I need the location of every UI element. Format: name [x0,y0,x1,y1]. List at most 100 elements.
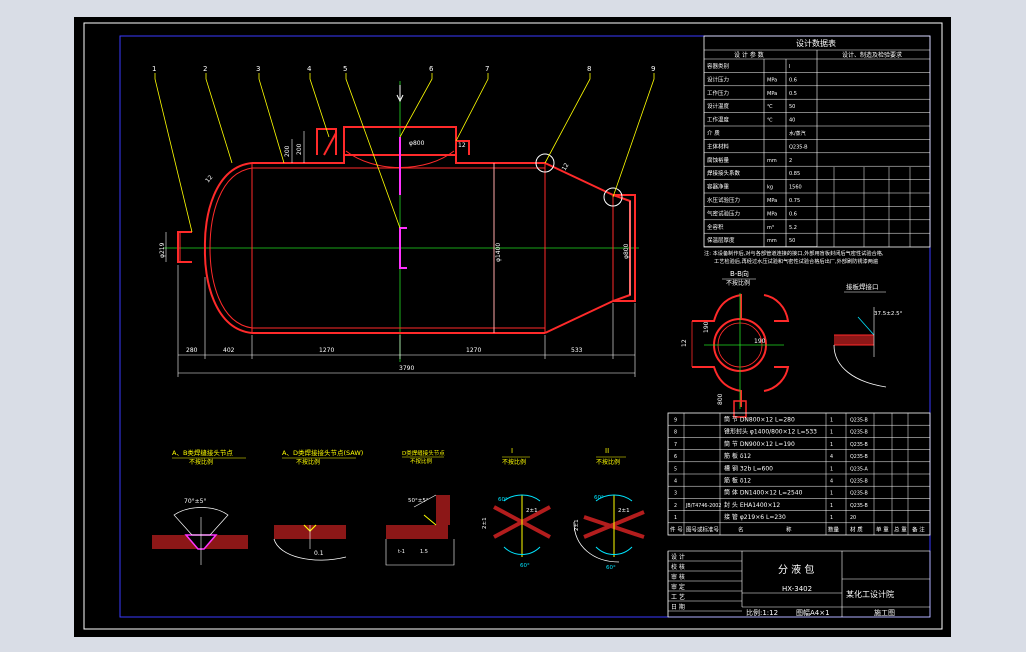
design-row-value: 0.6 [789,211,797,217]
balloon-9[interactable]: 9 [651,65,655,73]
vessel-shell [177,126,636,334]
balloon-5[interactable]: 5 [343,65,347,73]
role-label: 设 计 [671,553,685,561]
dim-1270-b: 1270 [466,347,481,354]
design-row-unit: ℃ [767,118,773,124]
detail-ab-weld[interactable]: A、B类焊缝接头节点 不按比例 70°±5° [152,448,248,565]
balloon-4[interactable]: 4 [307,65,312,73]
balloon-7[interactable]: 7 [485,65,489,73]
design-stage: 施工图 [874,608,895,617]
side-view-title: B-B向 [730,269,749,278]
design-row-unit: mm [767,158,777,164]
detail-d-weld[interactable]: D类焊缝接头节点 不按比例 50°±5° t-1 1.5 [385,449,455,566]
parts-cell: 6 [674,454,677,460]
detail-2-dim: 0.1 [314,550,324,557]
part-balloons[interactable]: 1 2 3 4 5 6 7 8 9 [152,65,655,73]
leader-lines [154,73,655,233]
main-vessel-view[interactable]: 1 2 3 4 5 6 7 8 9 [152,65,655,377]
parts-header-cell: 称 [786,525,792,533]
detail-1-angle: 70°±5° [184,498,206,505]
balloon-3[interactable]: 3 [256,65,260,73]
parts-header-cell: 总 重 [894,525,907,533]
design-row-value: 0.85 [789,171,800,177]
detail-circle-ii[interactable] [603,187,623,207]
dimension-text: 280 402 1270 1270 533 3790 φ800 12 12 12… [159,140,630,372]
detail-ii[interactable]: II 不按比例 60° 60° 2±1 2±1 [573,447,645,571]
parts-cell: 1 [830,515,833,521]
detail-plate-title: 接板焊接口 [846,282,879,291]
balloon-6[interactable]: 6 [429,65,434,73]
weld-details[interactable]: A、B类焊缝接头节点 不按比例 70°±5° A、D类焊接接头节点(SAW) 不… [152,447,645,571]
side-view-bb[interactable]: B-B向 不按比例 190 12 190 800 [681,269,790,418]
parts-header-cell: 件 号 [670,525,683,533]
side-dim-800: 800 [717,393,724,405]
design-row-name: 工作温度 [707,116,730,124]
cad-viewport[interactable]: 1 2 3 4 5 6 7 8 9 [74,17,951,637]
parts-header-cell: 数量 [828,525,840,533]
design-row-unit: kg [767,185,773,191]
detail-i-dim-b: 2±1 [482,517,488,529]
parts-cell: 3 [674,491,677,497]
dim-280: 280 [186,347,198,354]
design-row-value: I [789,64,790,70]
detail-ii-angle-bottom: 60° [606,565,616,571]
parts-cell: 5 [674,466,677,472]
detail-ii-dim-a: 2±1 [618,508,630,514]
design-row-name: 气密试验压力 [707,209,740,217]
design-row-unit: MPa [767,211,777,217]
design-row-name: 容器类别 [707,62,729,70]
title-block-text: 分 液 包 HX-3402 比例:1:12 图幅A4×1 某化工设计院 施工图 [746,563,895,617]
drawing-scale: 比例:1:12 [746,608,778,617]
role-label: 工 艺 [671,593,685,601]
design-note-2: 工艺检验后,再经过水压试验和气密性试验合格后出厂,外部刷防锈漆两遍 [714,257,879,265]
drawing-name: 分 液 包 [778,563,814,576]
role-label: 校 核 [671,563,685,571]
design-row-value: 50 [789,104,795,110]
role-label: 审 核 [671,573,685,581]
detail-ad-weld-saw[interactable]: A、D类焊接接头节点(SAW) 不按比例 0.1 [273,448,363,561]
dim-h2: 200 [284,145,291,157]
detail-3-dim-b: 1.5 [420,549,428,555]
design-row-value: 0.6 [789,77,797,83]
parts-cell: 7 [674,442,677,448]
dim-1270-a: 1270 [319,347,334,354]
detail-i[interactable]: I 不按比例 60° 60° 2±1 2±1 [482,447,551,569]
design-row-name: 全容积 [707,223,724,231]
parts-cell: 接 管 φ219×6 L=230 [724,513,786,521]
side-view-subtitle: 不按比例 [726,279,750,287]
parts-cell: 4 [674,479,677,485]
balloon-8[interactable]: 8 [587,65,591,73]
dim-wall: 12 [204,174,214,184]
parts-cell: 筋 板 δ12 [724,477,751,485]
parts-cell: 8 [674,430,677,436]
flow-arrow-icon [396,85,404,103]
parts-cell: Q235-B [850,430,868,436]
balloon-1[interactable]: 1 [152,65,156,73]
internal-channel [399,137,407,269]
detail-ii-subtitle: 不按比例 [596,458,620,466]
parts-cell: 筋 板 δ12 [724,452,751,460]
dimension-lines [165,131,636,377]
detail-plate-weld[interactable]: 接板焊接口 37.5±2.5° [833,282,903,388]
dim-left-nozzle: φ219 [159,242,166,258]
dim-top-nozzle: φ800 [409,140,425,147]
title-block[interactable]: 设 计校 核审 核审 定工 艺日 期 [667,550,931,618]
design-row-unit: MPa [767,91,777,97]
role-label: 审 定 [671,583,685,591]
dim-total: 3790 [399,365,414,372]
detail-3-title: D类焊缝接头节点 [402,449,445,457]
parts-cell: Q235-B [850,503,868,509]
parts-cell: 1 [830,442,833,448]
outer-frame [83,22,943,630]
parts-cell: 9 [674,418,677,424]
detail-circle-i[interactable] [535,153,555,173]
design-row-name: 水压试验压力 [707,196,740,204]
side-dim-12: 12 [681,339,688,347]
balloon-2[interactable]: 2 [203,65,207,73]
design-row-value: 水/蒸汽 [789,130,806,137]
design-row-name: 容器净重 [707,183,730,191]
parts-cell: Q235-A [850,466,869,472]
design-note-1: 注: 本设备制作后,对与各部管道连接的接口,外部用盲板封闭后气密性试验合格, [704,249,884,257]
